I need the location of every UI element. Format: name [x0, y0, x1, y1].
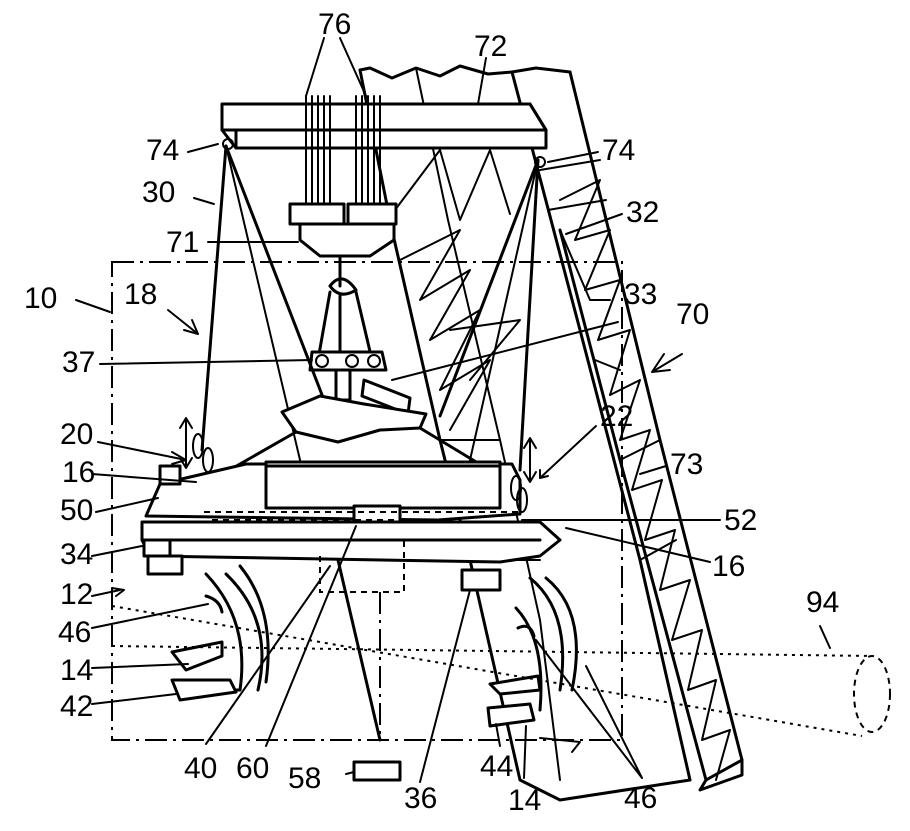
label-72: 72	[474, 30, 507, 63]
label-50: 50	[60, 494, 93, 527]
cross-beam	[222, 104, 546, 167]
label-16-left: 16	[62, 456, 95, 489]
label-34: 34	[60, 538, 93, 571]
label-36: 36	[404, 782, 437, 815]
label-33: 33	[624, 278, 657, 311]
label-60: 60	[236, 752, 269, 785]
label-70: 70	[676, 298, 709, 331]
label-71: 71	[166, 226, 199, 259]
hook-block	[310, 256, 410, 414]
label-73: 73	[670, 448, 703, 481]
label-12: 12	[60, 578, 93, 611]
label-76: 76	[318, 8, 351, 41]
label-10: 10	[24, 282, 57, 315]
crane-boom	[360, 66, 742, 800]
label-14-left: 14	[60, 654, 93, 687]
label-74-right: 74	[602, 134, 635, 167]
label-37: 37	[62, 346, 95, 379]
label-30: 30	[142, 176, 175, 209]
label-40: 40	[184, 752, 217, 785]
control-line	[338, 560, 400, 780]
label-52: 52	[724, 504, 757, 537]
label-32: 32	[626, 196, 659, 229]
label-22: 22	[600, 400, 633, 433]
label-14-right: 14	[508, 784, 541, 817]
label-74-left: 74	[146, 134, 179, 167]
label-58: 58	[288, 762, 321, 795]
label-20: 20	[60, 418, 93, 451]
label-94: 94	[806, 586, 839, 619]
platform	[142, 418, 560, 592]
label-46-left: 46	[58, 616, 91, 649]
label-42: 42	[60, 690, 93, 723]
label-46-right: 46	[624, 782, 657, 815]
label-16-right: 16	[712, 550, 745, 583]
label-44: 44	[480, 750, 513, 783]
label-18: 18	[124, 278, 157, 311]
